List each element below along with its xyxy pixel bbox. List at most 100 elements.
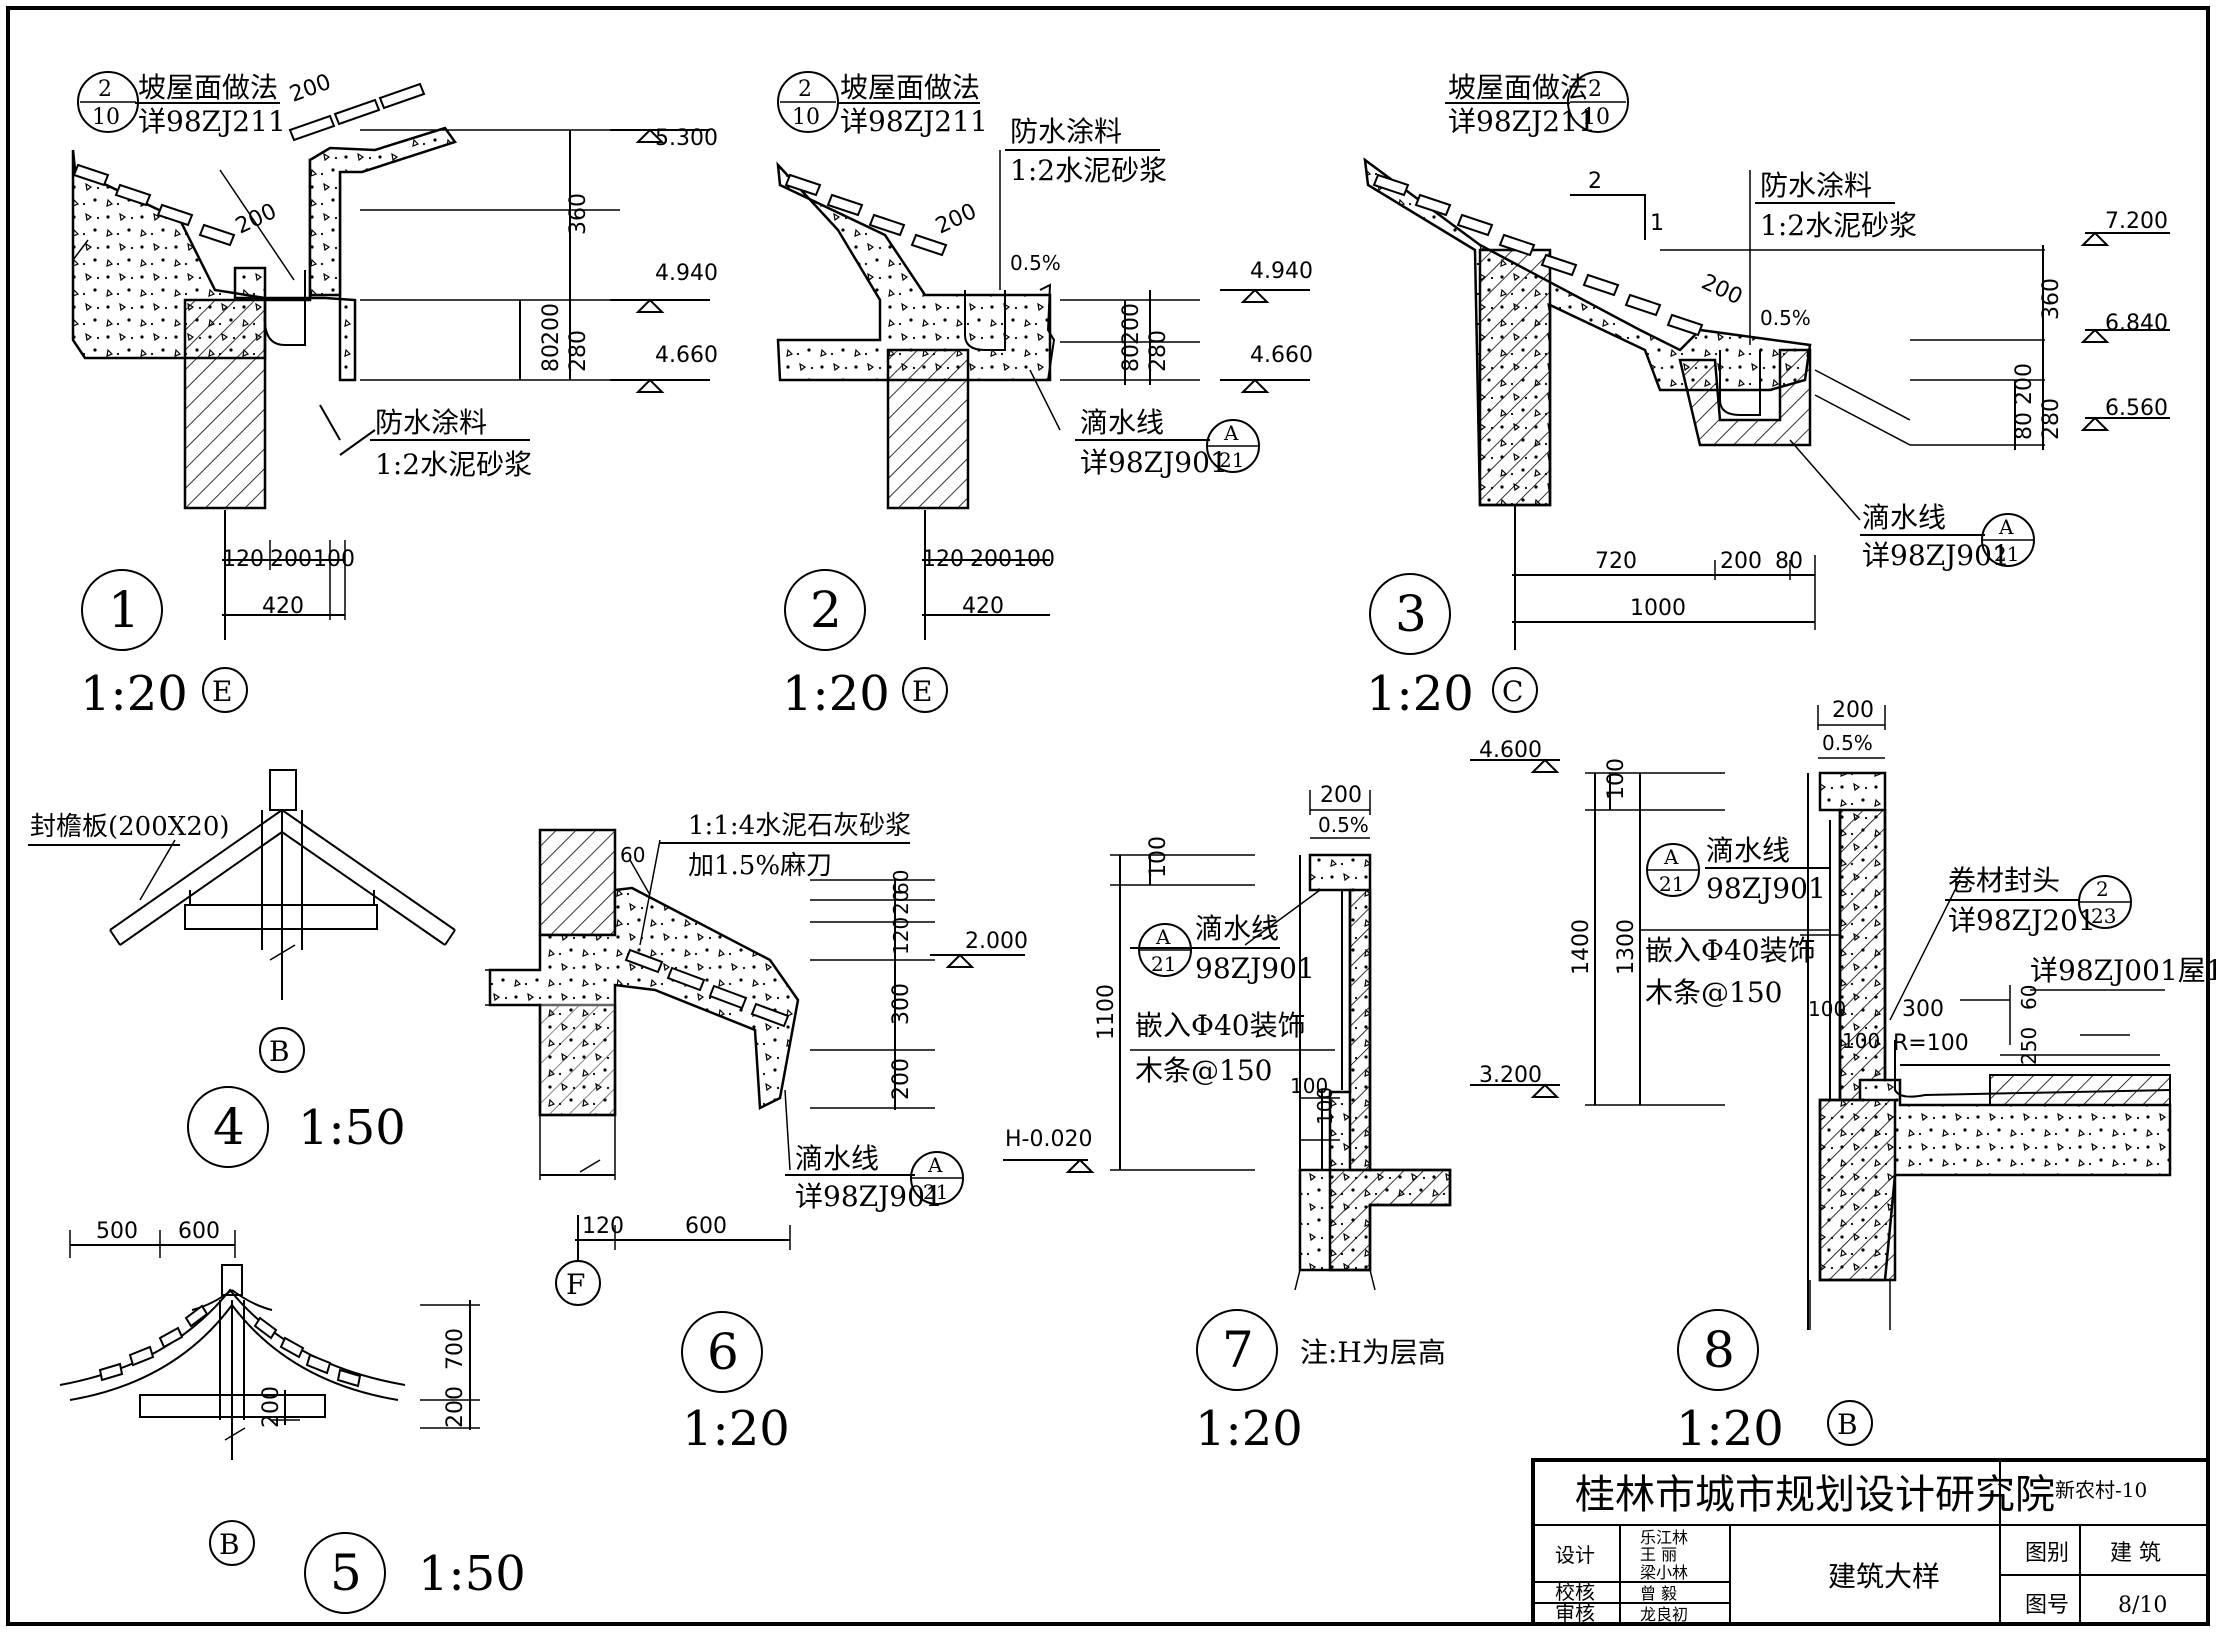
- svg-text:1:20: 1:20: [80, 666, 188, 722]
- svg-text:详98ZJ001屋11: 详98ZJ001屋11: [2030, 954, 2216, 987]
- svg-text:300: 300: [889, 983, 914, 1025]
- svg-text:详98ZJ901: 详98ZJ901: [1862, 539, 2010, 572]
- svg-text:2: 2: [1588, 77, 1602, 102]
- svg-text:E: E: [912, 675, 932, 708]
- svg-text:木条@150: 木条@150: [1135, 1054, 1272, 1087]
- svg-text:4.660: 4.660: [1250, 343, 1313, 368]
- detail-1: 5.300 4.940 4.660 360 80 200 280 200 200…: [71, 70, 718, 722]
- svg-text:2: 2: [1588, 169, 1602, 194]
- slope-triangle: [1570, 194, 1646, 240]
- title-block: 桂林市城市规划设计研究院 新农村-10 设计 乐江林 王 丽 梁小林 校核 曾 …: [1531, 1458, 2210, 1626]
- svg-text:坡屋面做法: 坡屋面做法: [138, 71, 278, 104]
- roof-tiles: [784, 173, 948, 257]
- detail-5: 500 600 700 200 200 B 5 1:50: [59, 1219, 526, 1614]
- svg-text:详98ZJ901: 详98ZJ901: [795, 1180, 943, 1213]
- slab-concrete: [1363, 157, 1812, 507]
- svg-text:200: 200: [443, 1386, 468, 1428]
- svg-text:100: 100: [1146, 836, 1171, 878]
- svg-text:500: 500: [96, 1219, 138, 1244]
- svg-text:滴水线: 滴水线: [1862, 501, 1946, 534]
- svg-text:1:20: 1:20: [682, 1401, 790, 1457]
- svg-text:滴水线: 滴水线: [1706, 834, 1790, 867]
- svg-text:8: 8: [1703, 1321, 1735, 1379]
- detail-2: 4.940 4.660 80 200 280 200 120 200 100 4…: [776, 71, 1313, 722]
- svg-text:120: 120: [889, 917, 913, 955]
- svg-text:B: B: [269, 1035, 290, 1068]
- svg-text:420: 420: [962, 594, 1004, 619]
- ref-bubble: [77, 71, 139, 133]
- svg-text:100: 100: [1013, 547, 1055, 572]
- svg-text:B: B: [1837, 1408, 1858, 1441]
- svg-text:200: 200: [1697, 270, 1746, 310]
- svg-text:1:50: 1:50: [418, 1546, 526, 1602]
- sheet-border: [6, 6, 2210, 1626]
- svg-text:6.840: 6.840: [2105, 311, 2168, 336]
- svg-text:4.940: 4.940: [1250, 259, 1313, 284]
- svg-text:200: 200: [259, 1386, 284, 1428]
- svg-text:6: 6: [707, 1323, 739, 1381]
- svg-text:60: 60: [2017, 985, 2041, 1010]
- svg-text:5.300: 5.300: [655, 126, 718, 151]
- svg-text:10: 10: [792, 105, 820, 130]
- parapet-concrete: [1298, 853, 1452, 1272]
- svg-text:60: 60: [889, 870, 913, 895]
- svg-text:加1.5%麻刀: 加1.5%麻刀: [688, 851, 832, 881]
- svg-text:图别: 图别: [2025, 1541, 2069, 1566]
- svg-text:1:2水泥砂浆: 1:2水泥砂浆: [375, 448, 532, 481]
- svg-text:6.560: 6.560: [2105, 396, 2168, 421]
- svg-text:4.940: 4.940: [655, 261, 718, 286]
- svg-text:A: A: [1155, 925, 1171, 949]
- svg-text:21: 21: [1151, 952, 1176, 976]
- svg-text:200: 200: [1832, 698, 1874, 723]
- gutter-channel: [1719, 350, 1761, 416]
- svg-text:200: 200: [1320, 783, 1362, 808]
- svg-text:防水涂料: 防水涂料: [1010, 115, 1122, 148]
- svg-text:防水涂料: 防水涂料: [375, 406, 487, 439]
- svg-text:1:20: 1:20: [1195, 1401, 1303, 1457]
- svg-text:80: 80: [539, 344, 564, 372]
- gutter-channel: [264, 270, 306, 346]
- wall-section: [183, 298, 267, 510]
- svg-text:200: 200: [1119, 303, 1144, 345]
- svg-text:滴水线: 滴水线: [795, 1142, 879, 1175]
- roof-tiles: [1372, 173, 1704, 337]
- detail-4: 封檐板(200X20) B 4 1:50: [28, 769, 456, 1168]
- svg-text:1000: 1000: [1630, 596, 1686, 621]
- detail-3: 7.200 6.840 6.560 360 80 200 280 200 720…: [1363, 71, 2170, 722]
- svg-text:600: 600: [178, 1219, 220, 1244]
- wall-section: [886, 348, 970, 510]
- drip-edge: [1039, 283, 1056, 381]
- svg-text:详98ZJ901: 详98ZJ901: [1080, 446, 1228, 479]
- svg-text:B: B: [219, 1528, 240, 1561]
- svg-text:详98ZJ211: 详98ZJ211: [1448, 105, 1596, 138]
- svg-text:21: 21: [1219, 448, 1244, 472]
- svg-text:80: 80: [1775, 549, 1803, 574]
- svg-text:120: 120: [582, 1214, 624, 1239]
- svg-text:100: 100: [1808, 997, 1846, 1021]
- svg-text:200: 200: [932, 199, 981, 239]
- svg-text:2.000: 2.000: [965, 929, 1028, 954]
- svg-text:设计: 设计: [1555, 1543, 1595, 1567]
- svg-text:98ZJ901: 98ZJ901: [1195, 952, 1315, 985]
- svg-text:嵌入Φ40装饰: 嵌入Φ40装饰: [1645, 934, 1816, 967]
- svg-text:详98ZJ201: 详98ZJ201: [1948, 904, 2096, 937]
- svg-text:0.5%: 0.5%: [1010, 251, 1061, 275]
- svg-text:坡屋面做法: 坡屋面做法: [840, 71, 980, 104]
- project-code: 新农村-10: [2055, 1478, 2147, 1502]
- svg-text:80: 80: [1119, 344, 1144, 372]
- svg-text:嵌入Φ40装饰: 嵌入Φ40装饰: [1135, 1009, 1306, 1042]
- svg-text:200: 200: [970, 547, 1012, 572]
- svg-text:20: 20: [889, 890, 913, 915]
- svg-text:1300: 1300: [1614, 919, 1639, 975]
- svg-text:280: 280: [566, 330, 591, 372]
- svg-text:1: 1: [1650, 211, 1664, 236]
- svg-text:1:20: 1:20: [1366, 666, 1474, 722]
- svg-text:曾 毅: 曾 毅: [1640, 1584, 1677, 1603]
- gutter-channel: [964, 290, 1006, 351]
- svg-text:1:2水泥砂浆: 1:2水泥砂浆: [1010, 154, 1167, 187]
- gutter-hatch: [1678, 348, 1812, 447]
- pavilion-tiles: [98, 1304, 362, 1388]
- svg-text:1400: 1400: [1569, 919, 1594, 975]
- svg-text:300: 300: [1902, 997, 1944, 1022]
